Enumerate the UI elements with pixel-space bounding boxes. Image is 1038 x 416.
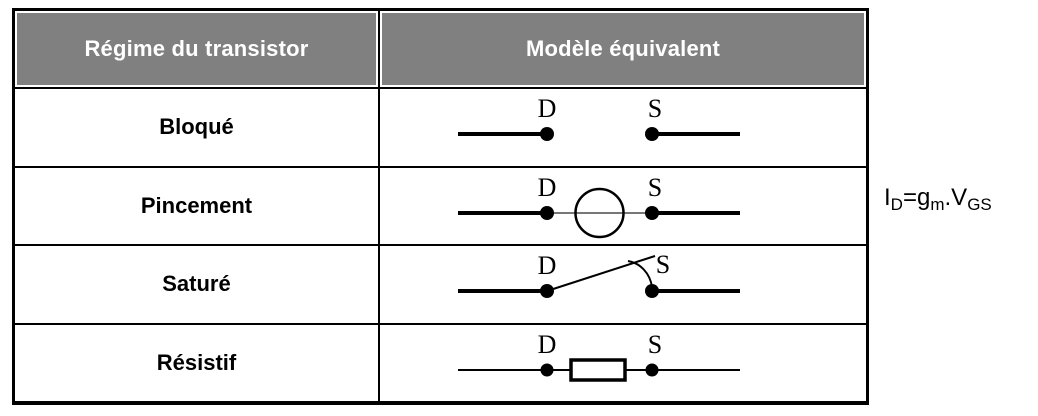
drain-terminal-label: D bbox=[537, 94, 556, 123]
formula-part: .V bbox=[944, 184, 968, 211]
model-cell: D S bbox=[380, 168, 866, 245]
drain-node-dot bbox=[540, 363, 553, 377]
regime-cell: Saturé bbox=[15, 246, 380, 323]
regime-cell: Pincement bbox=[15, 167, 380, 244]
table-row: Saturé D S bbox=[15, 244, 866, 323]
model-cell: D S bbox=[380, 246, 866, 323]
table-header-row: Régime du transistor Modèle équivalent bbox=[15, 11, 866, 87]
header-cell-model: Modèle équivalent bbox=[380, 11, 866, 87]
formula-part: =g bbox=[902, 184, 931, 211]
source-node-dot bbox=[644, 127, 659, 142]
formula-part-subscript: GS bbox=[967, 195, 992, 214]
switch-contact-arc bbox=[627, 260, 653, 288]
switch-lever bbox=[546, 255, 655, 293]
drain-terminal-label: D bbox=[537, 173, 556, 202]
resistor-box-icon bbox=[568, 358, 627, 382]
drain-terminal-label: D bbox=[537, 251, 556, 280]
table-row: Bloqué D S bbox=[15, 87, 866, 166]
source-terminal-label: S bbox=[647, 94, 661, 123]
current-source-diagram: D S bbox=[457, 173, 740, 238]
formula-part-subscript: m bbox=[930, 195, 945, 214]
header-cell-regime: Régime du transistor bbox=[15, 11, 380, 87]
model-cell: D S bbox=[380, 89, 866, 166]
model-cell: D S bbox=[380, 325, 866, 402]
table-row: Résistif D S bbox=[15, 322, 866, 402]
source-node-dot bbox=[645, 363, 658, 377]
drain-node-dot bbox=[539, 127, 554, 142]
source-node-dot bbox=[644, 284, 659, 299]
switch-diagram: D S bbox=[457, 250, 740, 299]
regime-cell: Bloqué bbox=[15, 89, 380, 166]
regime-cell: Résistif bbox=[15, 324, 380, 401]
formula-part: I bbox=[884, 184, 891, 211]
header-model-label: Modèle équivalent bbox=[382, 13, 864, 85]
header-regime-label: Régime du transistor bbox=[17, 13, 376, 85]
source-node-dot bbox=[644, 205, 659, 220]
current-source-circle-icon bbox=[573, 187, 625, 238]
regimes-table: Régime du transistor Modèle équivalent B… bbox=[12, 8, 869, 405]
source-terminal-label: S bbox=[647, 330, 661, 359]
formula-part-subscript: D bbox=[890, 195, 903, 214]
drain-current-formula: ID=gm.VGS bbox=[884, 184, 992, 214]
source-terminal-label: S bbox=[647, 173, 661, 202]
drain-node-dot bbox=[539, 205, 554, 220]
drain-node-dot bbox=[539, 284, 554, 299]
open-circuit-diagram: D S bbox=[457, 94, 740, 142]
table-row: Pincement D S bbox=[15, 165, 866, 245]
drain-terminal-label: D bbox=[537, 330, 556, 359]
source-terminal-label: S bbox=[655, 250, 669, 279]
resistor-diagram: D S bbox=[457, 330, 740, 382]
